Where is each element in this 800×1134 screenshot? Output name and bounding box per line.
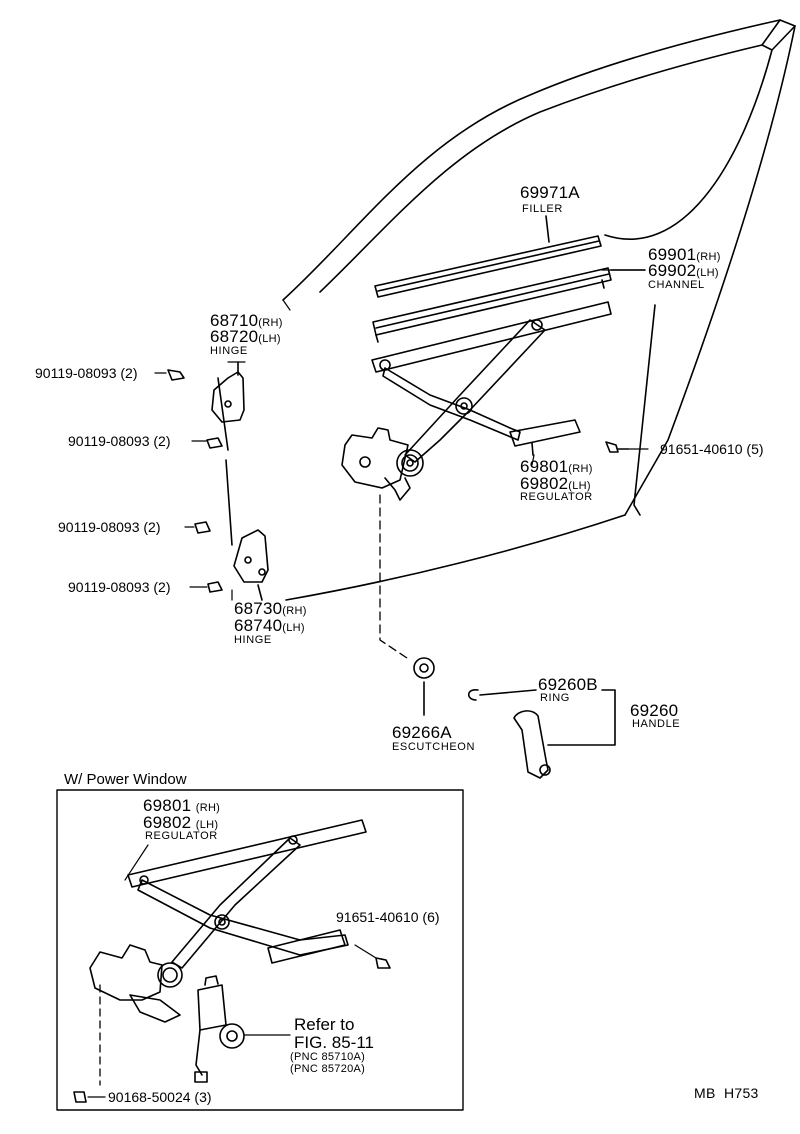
hinge-bolt-label-2: 90119-08093 (2) — [68, 434, 171, 448]
lower-hinge-rh-label: 68730(RH) — [234, 600, 307, 618]
lower-hinge-lh-suffix: (LH) — [282, 622, 305, 634]
pw-regulator-lh-label: 69802 (LH) — [143, 814, 218, 832]
refer-pnc-1: (PNC 85710A) — [290, 1051, 366, 1063]
handle-part-number: 69260 — [630, 701, 679, 720]
pw-screw-label: 90168-50024 (3) — [108, 1090, 212, 1104]
upper-hinge-name: HINGE — [210, 345, 248, 357]
upper-hinge-rh-suffix: (RH) — [258, 317, 283, 329]
regulator-bolt-number: 91651-40610 — [660, 441, 743, 457]
handle-icon — [513, 689, 616, 779]
manual-regulator — [341, 301, 612, 501]
regulator-lh-label: 69802(LH) — [520, 475, 591, 493]
pw-bolt-number: 91651-40610 — [336, 909, 419, 925]
regulator-lh-number: 69802 — [520, 474, 569, 493]
channel-rh-label: 69901(RH) — [648, 246, 721, 264]
channel-lh-label: 69902(LH) — [648, 262, 719, 280]
regulator-lh-suffix: (LH) — [568, 480, 591, 492]
upper-hinge — [211, 361, 246, 423]
channel-rh-number: 69901 — [648, 245, 697, 264]
refer-line-1: Refer to — [294, 1015, 355, 1034]
channel-rh-suffix: (RH) — [696, 251, 721, 263]
hinge-bolt-label-3: 90119-08093 (2) — [58, 520, 161, 534]
ring-part-name: RING — [540, 692, 570, 704]
filler-part-number: 69971A — [520, 183, 580, 202]
channel-bar — [372, 267, 646, 343]
refer-line-2: FIG. 85-11 — [294, 1033, 374, 1052]
lower-hinge-rh-suffix: (RH) — [282, 605, 307, 617]
pw-screw-qty: (3) — [194, 1089, 212, 1105]
hinge-bolt-4-qty: (2) — [153, 579, 171, 595]
upper-hinge-rh-number: 68710 — [210, 311, 259, 330]
pw-regulator-rh-label: 69801 (RH) — [143, 797, 220, 815]
hinge-bolt-4-number: 90119-08093 — [68, 579, 150, 595]
regulator-rh-label: 69801(RH) — [520, 458, 593, 476]
pw-bolt-label: 91651-40610 (6) — [336, 910, 440, 924]
escutcheon-icon — [379, 494, 435, 716]
lower-hinge-lh-number: 68740 — [234, 616, 283, 635]
hinge-bolt-3-qty: (2) — [143, 519, 161, 535]
hinge-bolt-3-number: 90119-08093 — [58, 519, 140, 535]
lower-hinge — [233, 529, 269, 601]
filler-strip — [374, 215, 602, 298]
escutcheon-part-number: 69266A — [392, 723, 452, 742]
pw-bolt-icons — [73, 944, 391, 1103]
ring-part-number: 69260B — [538, 675, 598, 694]
hinge-bolt-label-4: 90119-08093 (2) — [68, 580, 171, 594]
hinge-bolt-2-qty: (2) — [153, 433, 171, 449]
lower-hinge-rh-number: 68730 — [234, 599, 283, 618]
regulator-name: REGULATOR — [520, 491, 593, 503]
motor-icon — [194, 975, 291, 1083]
leader-lines — [124, 269, 646, 881]
upper-hinge-lh-number: 68720 — [210, 327, 259, 346]
pw-regulator-lh-number: 69802 — [143, 813, 192, 832]
pw-regulator-rh-suffix: (RH) — [195, 802, 221, 814]
hinge-bolt-1-qty: (2) — [120, 365, 138, 381]
power-window-frame — [56, 789, 464, 1111]
regulator-bolt-label: 91651-40610 (5) — [660, 442, 764, 456]
pw-regulator-lh-suffix: (LH) — [195, 819, 219, 831]
pw-screw-number: 90168-50024 — [108, 1089, 191, 1105]
hinge-bolt-1-number: 90119-08093 — [35, 365, 117, 381]
hinge-bolt-label-1: 90119-08093 (2) — [35, 366, 138, 380]
pw-regulator-name: REGULATOR — [145, 830, 218, 842]
power-window-title: W/ Power Window — [64, 771, 187, 788]
upper-hinge-lh-label: 68720(LH) — [210, 328, 281, 346]
escutcheon-part-name: ESCUTCHEON — [392, 741, 476, 753]
regulator-rh-number: 69801 — [520, 457, 569, 476]
upper-hinge-lh-suffix: (LH) — [258, 333, 281, 345]
hinge-bolt-icons — [154, 369, 223, 593]
refer-pnc-2: (PNC 85720A) — [290, 1063, 366, 1075]
ring-icon — [467, 689, 537, 701]
pw-bolt-qty: (6) — [422, 909, 440, 925]
handle-part-name: HANDLE — [632, 718, 681, 730]
regulator-bolt-icon — [605, 441, 649, 453]
channel-part-name: CHANNEL — [648, 279, 705, 291]
lower-hinge-lh-label: 68740(LH) — [234, 617, 305, 635]
upper-hinge-rh-label: 68710(RH) — [210, 312, 283, 330]
drawing-code: MB H753 — [694, 1085, 759, 1101]
channel-lh-number: 69902 — [648, 261, 697, 280]
door-frame-outline — [217, 19, 796, 601]
pw-regulator-rh-number: 69801 — [143, 796, 192, 815]
channel-lh-suffix: (LH) — [696, 267, 719, 279]
regulator-bolt-qty: (5) — [746, 441, 764, 457]
lower-hinge-name: HINGE — [234, 634, 272, 646]
regulator-rh-suffix: (RH) — [568, 463, 593, 475]
hinge-bolt-2-number: 90119-08093 — [68, 433, 150, 449]
filler-part-name: FILLER — [522, 203, 563, 215]
power-regulator — [89, 819, 367, 1086]
